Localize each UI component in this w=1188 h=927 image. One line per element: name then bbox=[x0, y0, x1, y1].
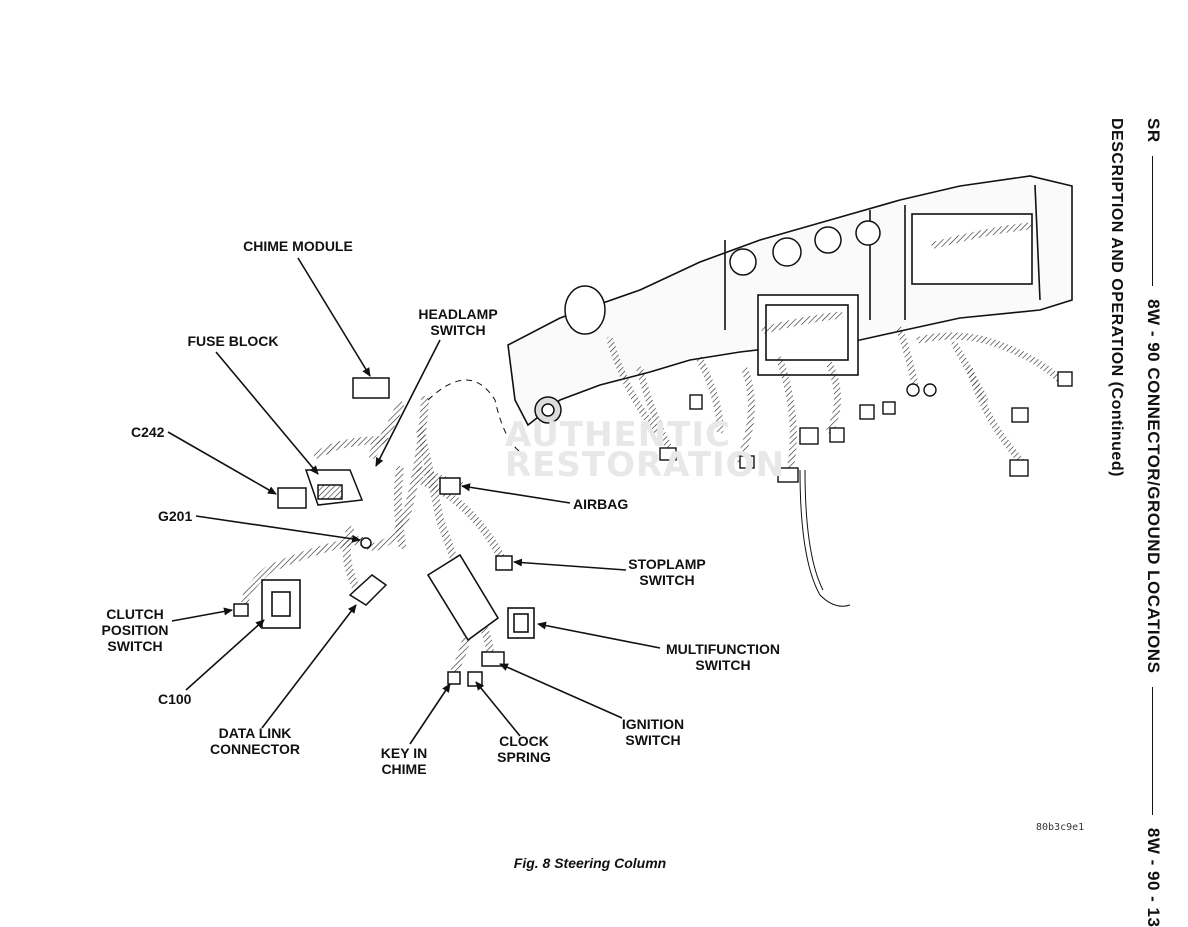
steering-column-shroud bbox=[426, 553, 500, 642]
multifunction-switch bbox=[507, 607, 535, 639]
gauge-openings bbox=[534, 220, 881, 424]
stoplamp-connector bbox=[495, 555, 513, 571]
g201-eyelet bbox=[360, 537, 372, 549]
figure-caption: Fig. 8 Steering Column bbox=[513, 855, 667, 871]
c100-block bbox=[261, 579, 301, 629]
c242-connector bbox=[277, 487, 307, 509]
label-c100: C100 bbox=[158, 691, 192, 707]
header-rule-2 bbox=[1151, 686, 1153, 815]
header-rule-1 bbox=[1151, 155, 1153, 286]
page-header: SR 8W - 90 CONNECTOR/GROUND LOCATIONS 8W… bbox=[1143, 118, 1163, 927]
label-fuse-block: FUSE BLOCK bbox=[187, 333, 279, 349]
section-subtitle: DESCRIPTION AND OPERATION (Continued) bbox=[1108, 118, 1125, 477]
figure-id: 80b3c9e1 bbox=[1036, 822, 1085, 833]
page-number: 8W - 90 - 13 bbox=[1144, 827, 1163, 927]
panel-harness bbox=[606, 222, 1064, 474]
guide-arc bbox=[427, 379, 526, 456]
clutch-connector bbox=[233, 603, 249, 617]
chime-module bbox=[352, 377, 390, 399]
label-chime-module: CHIME MODULE bbox=[243, 238, 353, 254]
panel-connectors bbox=[659, 371, 1073, 483]
section-code: SR bbox=[1144, 118, 1163, 143]
airbag-connector bbox=[439, 477, 461, 495]
label-airbag: AIRBAG bbox=[573, 496, 629, 512]
label-c242: C242 bbox=[131, 424, 165, 440]
fuse-block bbox=[304, 469, 364, 506]
label-g201: G201 bbox=[158, 508, 193, 524]
header-title: 8W - 90 CONNECTOR/GROUND LOCATIONS bbox=[1144, 299, 1163, 674]
leader-lines bbox=[167, 257, 661, 745]
panel-harness-outline bbox=[799, 469, 851, 607]
data-link-connector bbox=[348, 574, 388, 606]
